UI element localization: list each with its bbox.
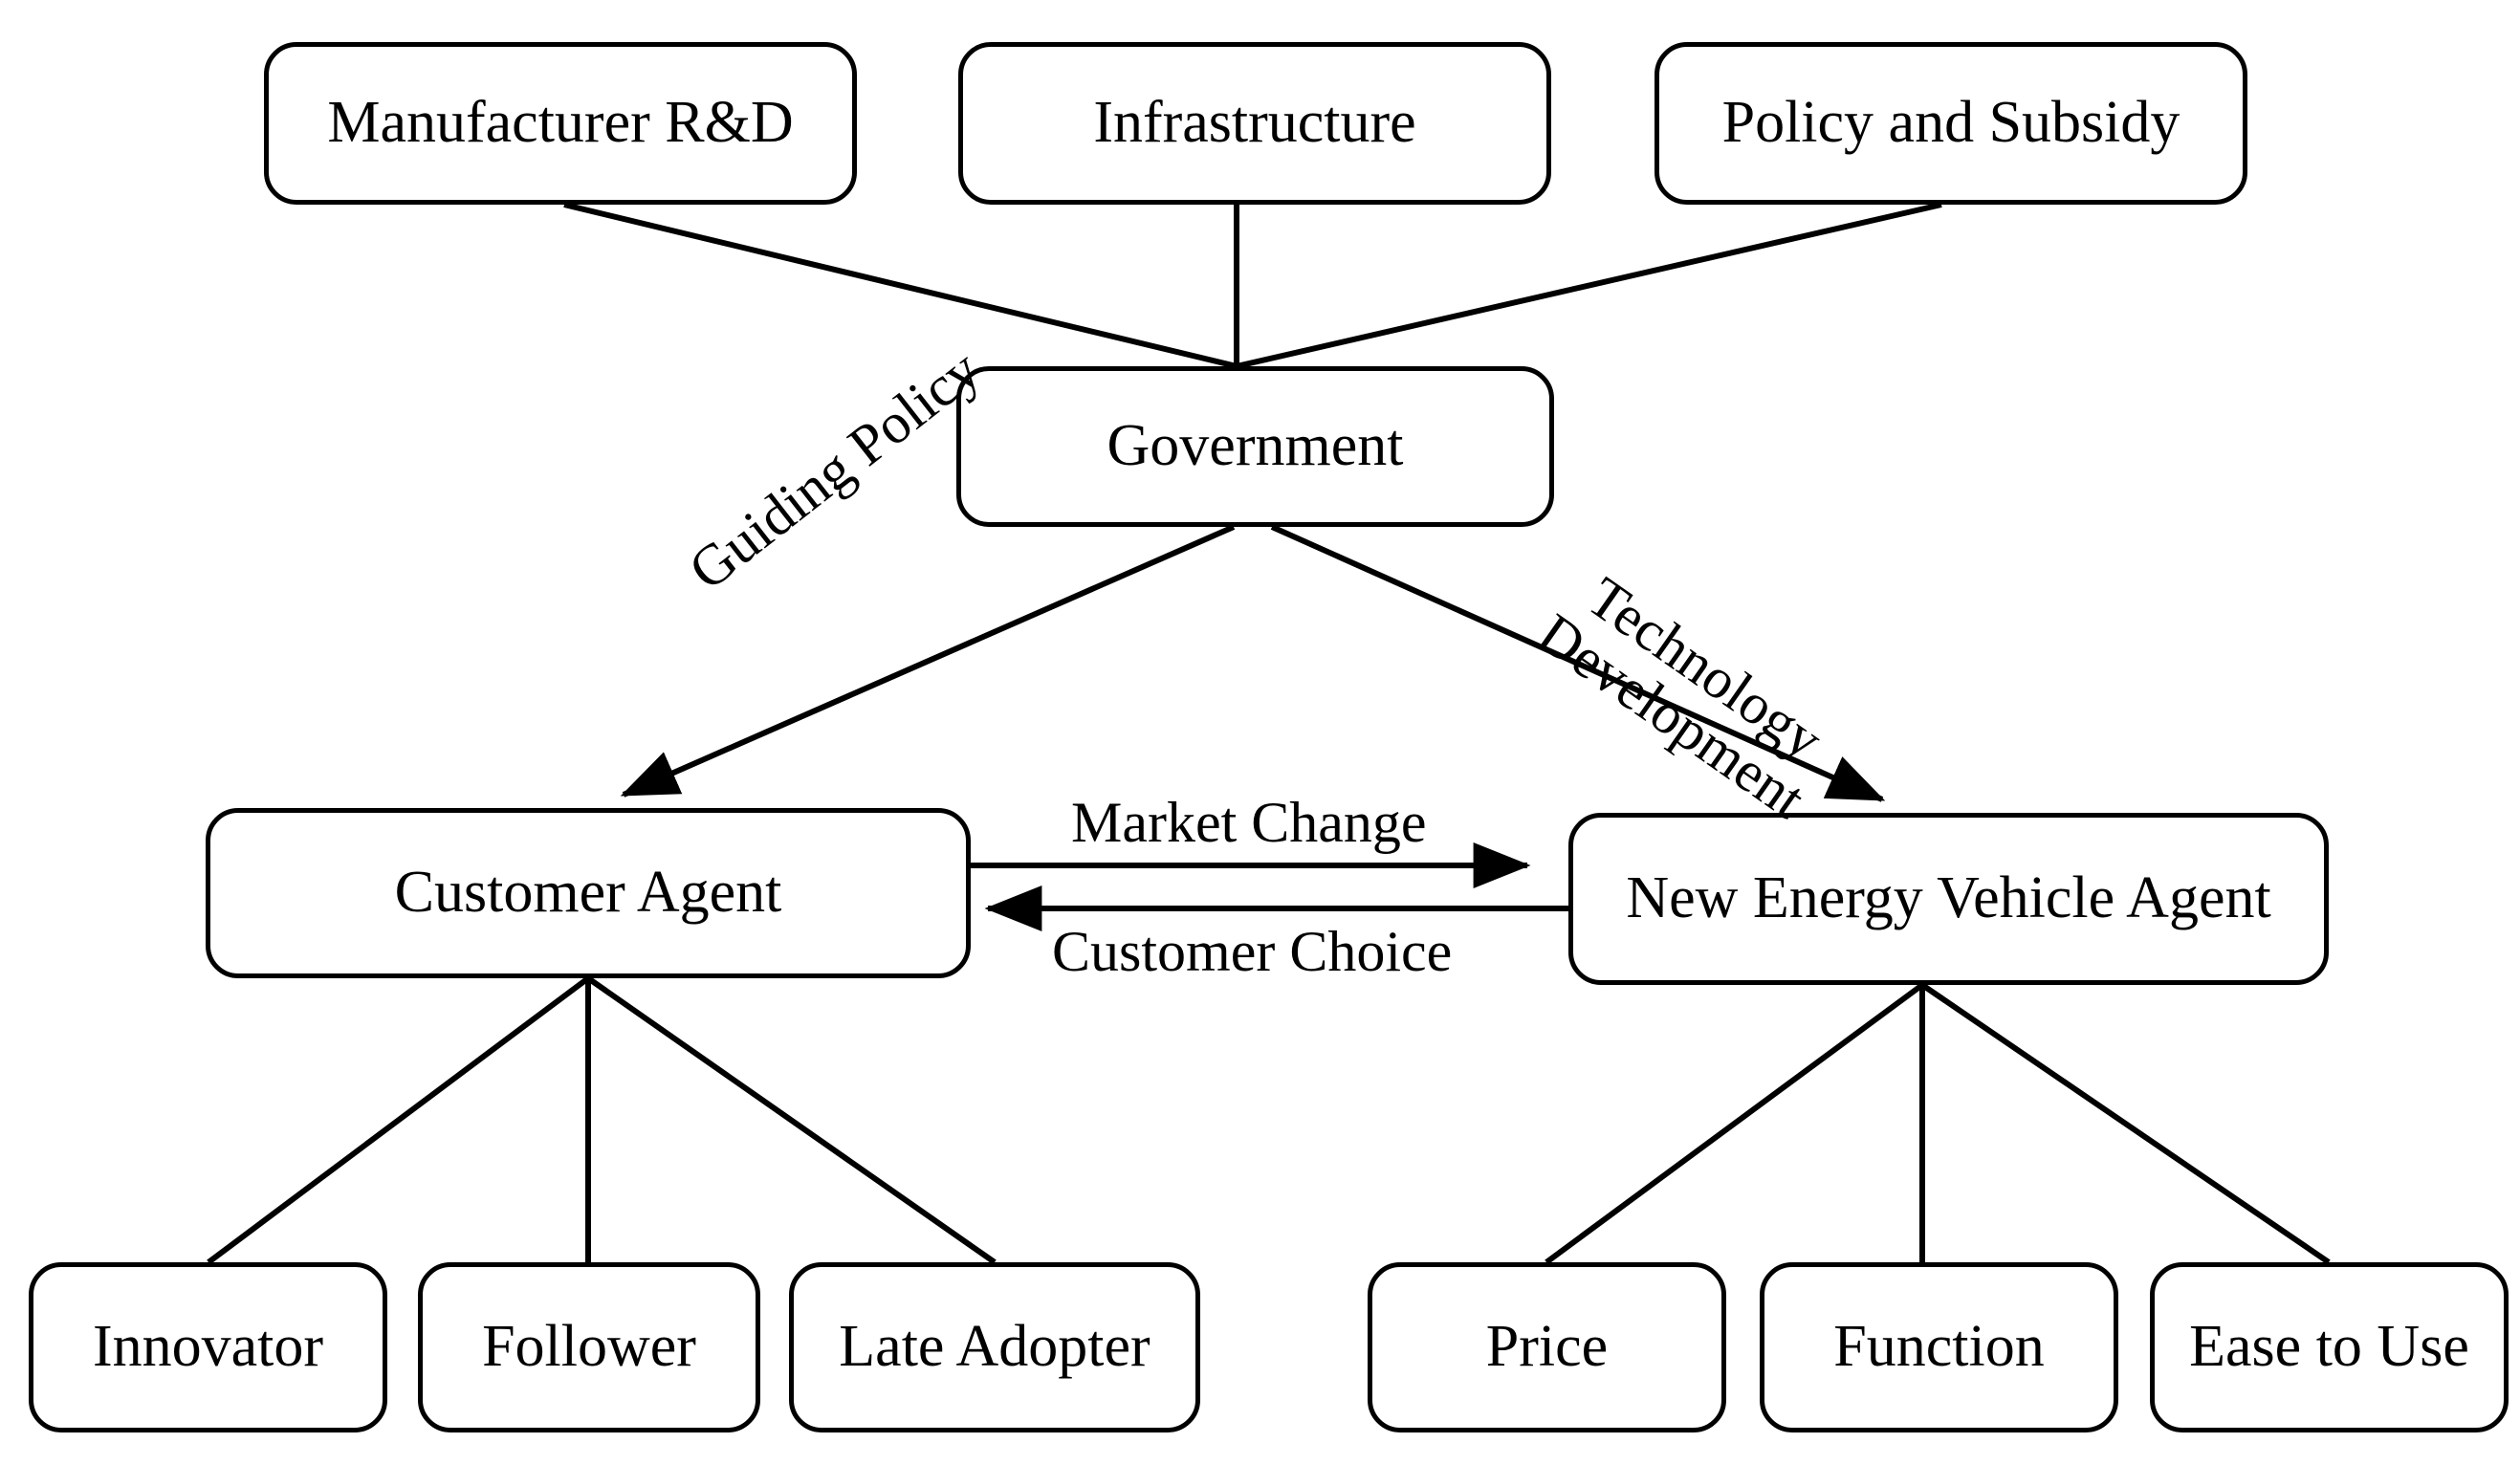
node-label-follower: Follower xyxy=(482,1314,696,1380)
node-infrastructure[interactable]: Infrastructure xyxy=(958,42,1551,205)
connector-policy-and-subsidy-to-government xyxy=(1236,202,1942,369)
node-follower[interactable]: Follower xyxy=(418,1262,760,1432)
connector-nev-agent-to-ease-to-use xyxy=(1920,982,2331,1265)
node-label-customer-agent: Customer Agent xyxy=(394,860,782,926)
node-government[interactable]: Government xyxy=(956,366,1554,527)
node-manufacturer-rd[interactable]: Manufacturer R&D xyxy=(264,42,857,205)
node-label-price: Price xyxy=(1485,1314,1609,1380)
connector-customer-agent-to-innovator xyxy=(207,975,590,1265)
node-customer-agent[interactable]: Customer Agent xyxy=(206,808,971,978)
node-label-new-energy-vehicle-agent: New Energy Vehicle Agent xyxy=(1626,865,2271,931)
node-label-innovator: Innovator xyxy=(92,1314,324,1380)
node-late-adopter[interactable]: Late Adopter xyxy=(789,1262,1200,1432)
node-policy-and-subsidy[interactable]: Policy and Subsidy xyxy=(1654,42,2247,205)
node-price[interactable]: Price xyxy=(1368,1262,1726,1432)
node-label-late-adopter: Late Adopter xyxy=(839,1314,1150,1380)
connector-government-to-nev-agent xyxy=(1270,524,1886,802)
node-label-policy-and-subsidy: Policy and Subsidy xyxy=(1721,90,2180,156)
node-ease-to-use[interactable]: Ease to Use xyxy=(2150,1262,2509,1432)
node-label-government: Government xyxy=(1107,413,1404,479)
connector-customer-agent-to-late-adopter xyxy=(586,975,997,1265)
node-function[interactable]: Function xyxy=(1760,1262,2118,1432)
edge-label-market-change: Market Change xyxy=(1071,791,1427,854)
node-label-manufacturer-rd: Manufacturer R&D xyxy=(327,90,794,156)
edge-label-customer-choice: Customer Choice xyxy=(1052,920,1453,983)
connector-government-to-customer-agent xyxy=(620,524,1236,798)
connector-manufacturer-rd-to-government xyxy=(563,202,1238,369)
node-innovator[interactable]: Innovator xyxy=(29,1262,387,1432)
connector-nev-agent-to-price xyxy=(1545,982,1924,1265)
node-label-ease-to-use: Ease to Use xyxy=(2189,1314,2469,1380)
node-label-function: Function xyxy=(1833,1314,2045,1380)
node-label-infrastructure: Infrastructure xyxy=(1093,90,1416,156)
node-new-energy-vehicle-agent[interactable]: New Energy Vehicle Agent xyxy=(1568,813,2329,985)
